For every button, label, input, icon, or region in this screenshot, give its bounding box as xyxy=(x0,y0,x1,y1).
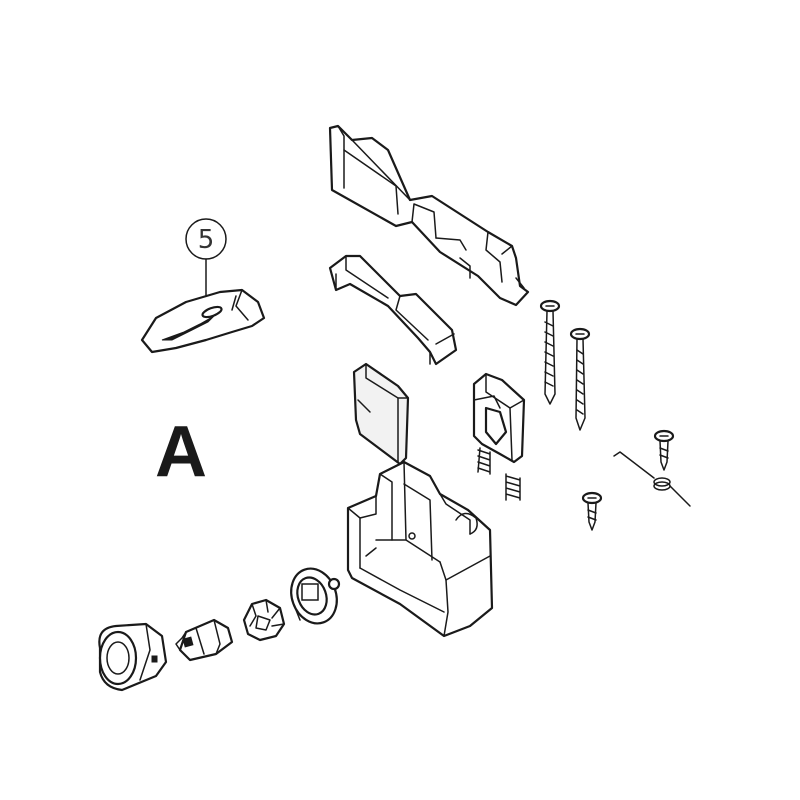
washer-disk xyxy=(290,567,341,625)
short-screw-1 xyxy=(653,429,675,471)
slide-insert xyxy=(328,254,458,366)
cylinder-bezel xyxy=(98,622,168,692)
callout-5: 5 xyxy=(185,218,227,297)
cam xyxy=(242,598,286,642)
torsion-spring xyxy=(613,451,691,507)
spring-left xyxy=(477,447,491,475)
latch-plate xyxy=(352,362,410,466)
top-cover xyxy=(328,124,530,307)
callout-number: 5 xyxy=(198,225,215,255)
lever-handle xyxy=(140,288,266,354)
assembly-label: A xyxy=(155,412,207,492)
spring-right xyxy=(505,473,521,501)
housing-base xyxy=(346,460,494,638)
long-screw-1 xyxy=(539,299,561,405)
long-screw-2 xyxy=(569,327,591,431)
short-screw-2 xyxy=(581,491,603,531)
cylinder-core xyxy=(175,618,234,662)
spring-holder xyxy=(472,372,526,464)
